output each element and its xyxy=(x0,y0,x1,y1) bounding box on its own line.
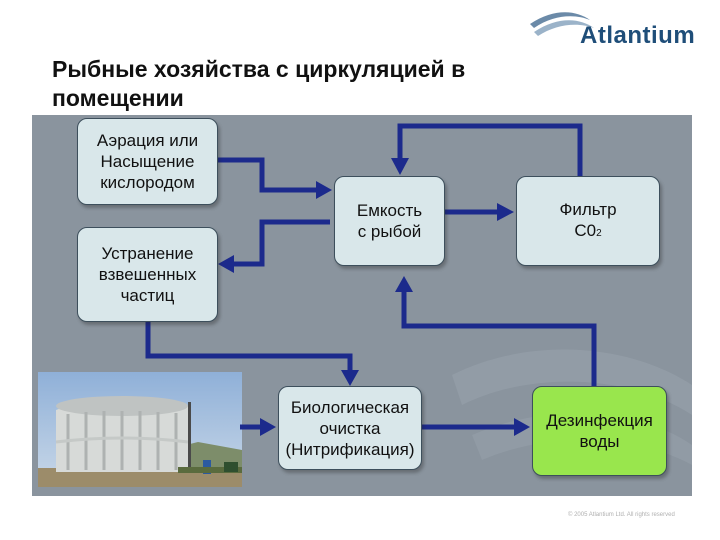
node-disinfection-label: Дезинфекция воды xyxy=(546,411,653,451)
water-tank-photo xyxy=(38,372,242,487)
title-band xyxy=(32,47,692,117)
node-fish-tank: Емкость с рыбой xyxy=(334,176,445,266)
node-aeration: Аэрация или Насыщение кислородом xyxy=(77,118,218,205)
node-solids-removal: Устранение взвешенных частиц xyxy=(77,227,218,322)
node-aeration-label: Аэрация или Насыщение кислородом xyxy=(96,131,199,192)
node-co2-filter-label: Фильтр С02 xyxy=(559,199,617,240)
node-disinfection: Дезинфекция воды xyxy=(532,386,667,476)
node-fish-tank-label: Емкость с рыбой xyxy=(356,201,423,241)
copyright-notice: © 2005 Atlantium Ltd. All rights reserve… xyxy=(568,512,675,518)
slide-title: Рыбные хозяйства с циркуляцией в помещен… xyxy=(52,56,466,111)
brand-logo-text: Atlantium xyxy=(580,22,696,49)
node-bio-treatment-label: Биологическая очистка (Нитрификация) xyxy=(285,397,415,459)
node-solids-removal-label: Устранение взвешенных частиц xyxy=(98,244,197,305)
atlantium-wave-logo-icon xyxy=(530,12,594,36)
node-co2-filter: Фильтр С02 xyxy=(516,176,660,266)
co2-subscript: 2 xyxy=(596,227,602,239)
node-bio-treatment: Биологическая очистка (Нитрификация) xyxy=(278,386,422,470)
